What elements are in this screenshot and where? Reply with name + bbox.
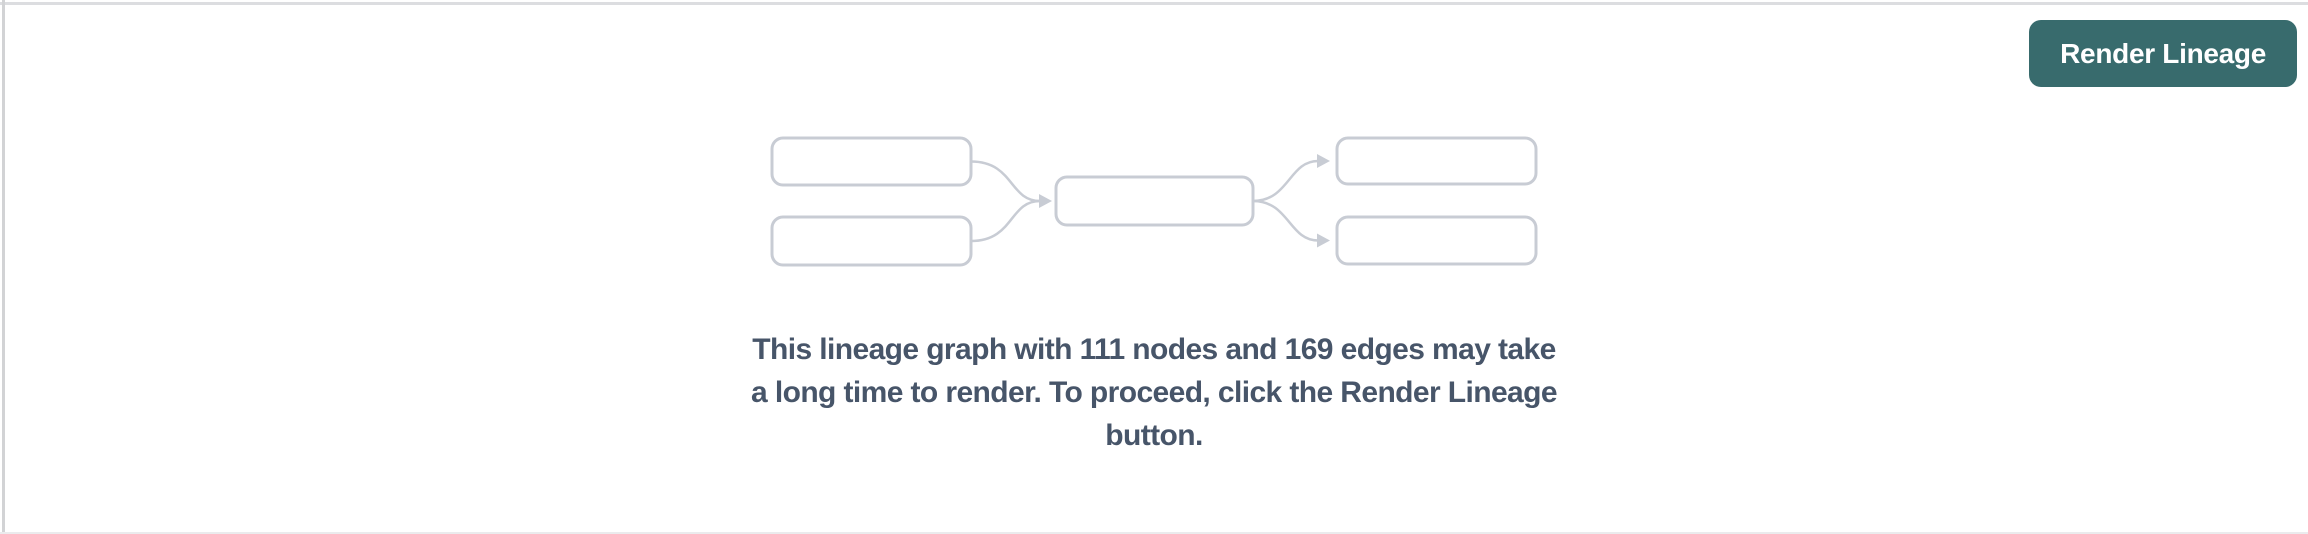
graph-node-box xyxy=(770,136,973,187)
graph-edge-arrow xyxy=(970,199,1041,243)
graph-arrowhead-icon xyxy=(1317,233,1330,248)
panel-bottom-border xyxy=(0,532,2308,534)
graph-edge-arrow xyxy=(1252,199,1319,242)
graph-node-box xyxy=(770,215,973,267)
panel-left-border xyxy=(2,0,5,534)
render-warning-line: button. xyxy=(1105,419,1203,452)
graph-arrowhead-icon xyxy=(1039,194,1052,208)
graph-edge-arrow xyxy=(970,160,1041,203)
panel-top-border xyxy=(0,2,2308,5)
graph-node-box xyxy=(1054,175,1255,227)
graph-node-box xyxy=(1335,215,1538,266)
graph-arrowhead-icon xyxy=(1317,154,1330,168)
graph-edge-arrow xyxy=(1252,159,1319,203)
graph-node-box xyxy=(1335,136,1538,186)
render-warning-message: This lineage graph with 111 nodes and 16… xyxy=(604,328,1704,457)
render-warning-line: This lineage graph with 111 nodes and 16… xyxy=(752,333,1556,366)
lineage-graph-placeholder-diagram xyxy=(770,136,1538,267)
render-warning-line: a long time to render. To proceed, click… xyxy=(751,376,1558,409)
render-lineage-button[interactable]: Render Lineage xyxy=(2029,20,2297,87)
lineage-empty-state: This lineage graph with 111 nodes and 16… xyxy=(604,133,1704,457)
